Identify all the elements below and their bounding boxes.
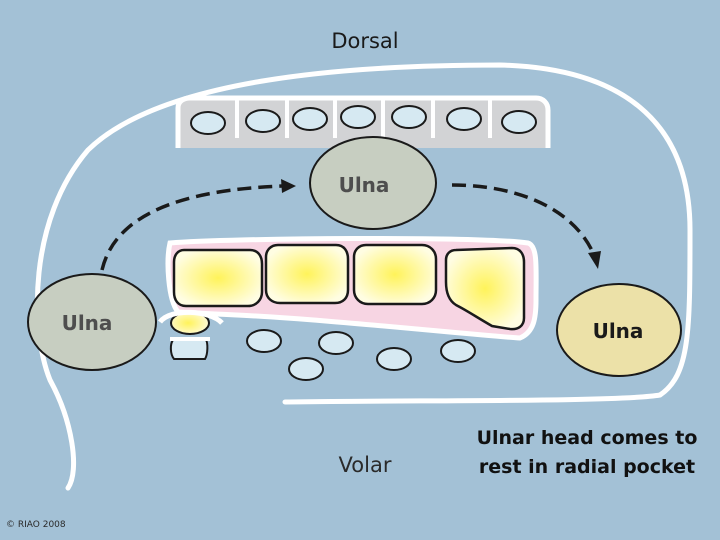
caption-line-1: Ulnar head comes to: [477, 427, 698, 449]
caption-line-2: rest in radial pocket: [479, 456, 695, 478]
volar-tendons: [246, 329, 476, 381]
carpal-bone-2: [264, 243, 350, 305]
extensor-tendon: [245, 109, 281, 133]
volar-label: Volar: [339, 453, 392, 477]
carpal-bone-1: [172, 248, 264, 308]
ulna-left-label: Ulna: [62, 311, 113, 335]
ulna-center-label: Ulna: [339, 173, 390, 197]
flexor-tendon: [376, 347, 412, 371]
ulna-right-bone: [556, 283, 682, 377]
extensor-tendon: [391, 105, 427, 129]
carpal-bone-3: [352, 243, 438, 306]
flexor-tendon: [288, 357, 324, 381]
copyright-notice: © RIAO 2008: [6, 520, 66, 530]
extensor-tendon: [340, 105, 376, 129]
dorsal-tendon-row: [175, 95, 551, 148]
motion-arrow-left: [100, 184, 283, 271]
extensor-tendon: [446, 107, 482, 131]
motion-arrow-right: [451, 183, 596, 256]
flexor-tendon: [440, 339, 476, 363]
ulna-center-bone: [309, 136, 437, 230]
carpal-bones: [172, 243, 526, 331]
extensor-tendon: [190, 111, 226, 135]
carpal-bone-4: [444, 246, 526, 331]
flexor-tendon: [246, 329, 282, 353]
ulna-right-label: Ulna: [593, 319, 644, 343]
extensor-tendon: [292, 107, 328, 131]
ulna-left-bone: [27, 273, 157, 371]
arrowhead-right: [588, 251, 601, 269]
small-bone-split: [169, 339, 209, 360]
arrowhead-left: [281, 179, 296, 193]
extensor-tendon: [501, 110, 537, 134]
dorsal-label: Dorsal: [331, 29, 398, 53]
flexor-tendon: [318, 331, 354, 355]
